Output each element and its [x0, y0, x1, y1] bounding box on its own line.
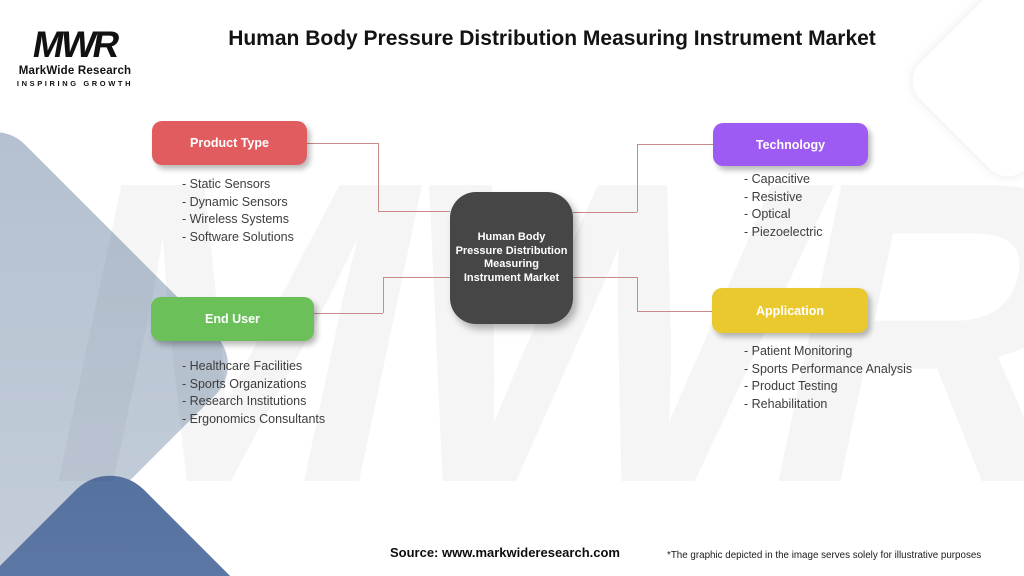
center-node-line: Pressure Distribution — [455, 244, 568, 257]
branch-list-end-user: - Healthcare Facilities - Sports Organiza… — [182, 358, 325, 428]
branch-box-product-type: Product Type — [152, 121, 307, 165]
connector-technology-v — [637, 144, 638, 212]
list-item: - Rehabilitation — [744, 396, 828, 411]
branch-box-application: Application — [712, 288, 868, 333]
disclaimer-text: *The graphic depicted in the image serve… — [667, 550, 982, 561]
connector-application-h1 — [573, 277, 637, 278]
list-item: - Dynamic Sensors — [182, 194, 288, 209]
connector-technology-h1 — [573, 212, 637, 213]
logo-tagline: INSPIRING GROWTH — [16, 79, 134, 88]
connector-application-v — [637, 277, 638, 311]
list-item: - Resistive — [744, 189, 803, 204]
branch-box-technology: Technology — [713, 123, 868, 166]
source-text: Source: www.markwideresearch.com — [389, 545, 620, 560]
list-item: - Ergonomics Consultants — [182, 411, 326, 426]
list-item: - Sports Organizations — [182, 376, 307, 391]
connector-product-h1 — [307, 143, 378, 144]
connector-enduser-h2 — [383, 277, 450, 278]
list-item: - Software Solutions — [182, 229, 294, 244]
branch-list-product-type: - Static Sensors - Dynamic Sensors - Wirel… — [182, 176, 294, 246]
branch-box-end-user: End User — [151, 297, 314, 341]
list-item: - Wireless Systems — [182, 212, 289, 226]
branch-list-technology: - Capacitive - Resistive - Optical - Piezoe… — [744, 171, 823, 241]
list-item: - Patient Monitoring — [744, 344, 853, 358]
list-item: - Optical — [744, 207, 791, 221]
logo-name: MarkWide Research — [18, 65, 132, 77]
center-node-line: Human Body — [477, 231, 546, 243]
list-item: - Static Sensors — [182, 177, 271, 191]
branch-list-application: - Patient Monitoring - Sports Performance… — [744, 343, 912, 413]
connector-application-h2 — [637, 311, 712, 312]
connector-product-v — [378, 143, 379, 212]
connector-product-h2 — [378, 211, 450, 212]
list-item: - Piezoelectric — [744, 224, 823, 239]
list-item: - Sports Performance Analysis — [744, 361, 913, 376]
markwide-logo: MWR MarkWide Research INSPIRING GROWTH — [16, 24, 134, 88]
center-node: Human Body Pressure Distribution Measuri… — [450, 192, 573, 324]
connector-enduser-v — [383, 277, 384, 313]
list-item: - Product Testing — [744, 379, 838, 393]
page-title: Human Body Pressure Distribution Measuri… — [228, 27, 876, 50]
center-node-line: Instrument Market — [463, 271, 560, 284]
list-item: - Healthcare Facilities — [182, 359, 303, 373]
connector-technology-h2 — [637, 144, 713, 145]
list-item: - Capacitive — [744, 172, 810, 186]
center-node-line: Measuring — [483, 258, 539, 270]
connector-enduser-h1 — [314, 313, 383, 314]
list-item: - Research Institutions — [182, 394, 307, 408]
logo-mark-icon: MWR — [29, 24, 121, 65]
